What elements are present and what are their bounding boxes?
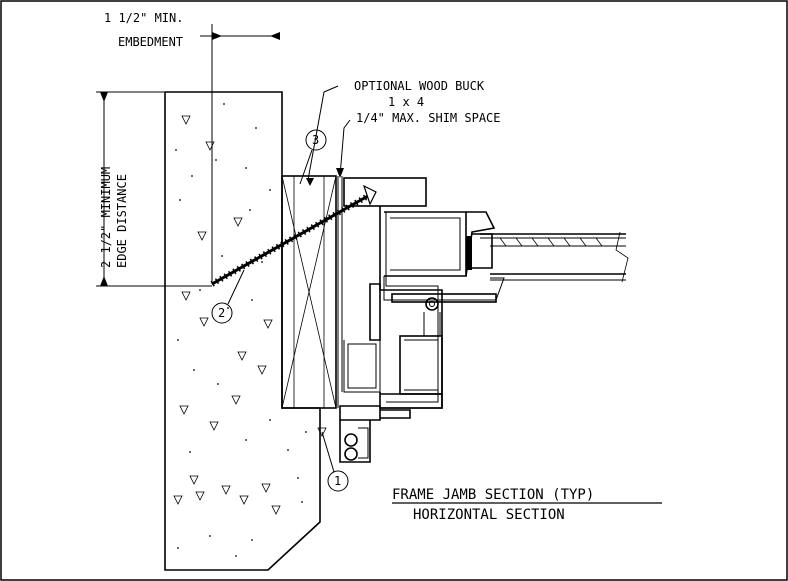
concrete-wall	[164, 91, 327, 571]
callout-2-number: 2	[218, 306, 225, 320]
wood-buck	[281, 175, 337, 409]
embedment-label-line1: 1 1/2" MIN.	[104, 11, 183, 25]
glazing-unit	[465, 211, 629, 283]
callout-1	[321, 431, 349, 492]
shim-space-label: 1/4" MAX. SHIM SPACE	[356, 111, 501, 125]
edge-distance-dimension	[96, 91, 212, 287]
concrete-aggregate-triangles	[173, 115, 327, 515]
edge-distance-label-line1: 2 1/2" MINIMUM	[99, 167, 113, 268]
callout-3-number: 3	[312, 133, 319, 147]
anchor-screw	[210, 184, 377, 287]
aluminum-frame	[339, 177, 505, 463]
wood-buck-label-line2: 1 x 4	[388, 95, 424, 109]
embedment-label-line2: EMBEDMENT	[118, 35, 183, 49]
callout-1-number: 1	[334, 474, 341, 488]
glass-hatch	[499, 237, 603, 247]
embedment-dimension	[200, 24, 280, 284]
section-title: FRAME JAMB SECTION (TYP)	[392, 487, 594, 503]
shim-space-leader	[336, 119, 351, 178]
wood-buck-leader	[306, 85, 339, 186]
edge-distance-label-line2: EDGE DISTANCE	[115, 174, 129, 268]
callout-2	[211, 269, 245, 324]
section-subtitle: HORIZONTAL SECTION	[413, 507, 565, 523]
wood-buck-label-line1: OPTIONAL WOOD BUCK	[354, 79, 485, 93]
concrete-stipple	[175, 103, 307, 557]
callout-3	[299, 129, 327, 185]
